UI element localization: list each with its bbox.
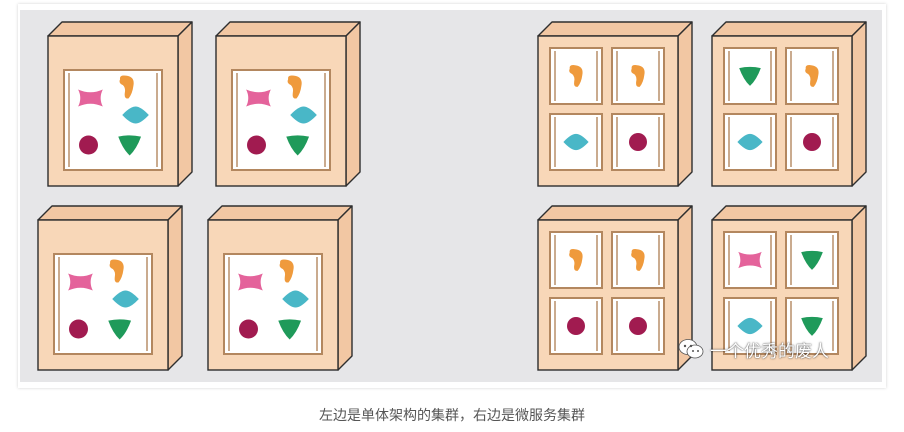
monolith-instance <box>207 205 353 371</box>
maroon-circle-icon <box>803 133 821 151</box>
green-triangle-icon <box>278 319 302 340</box>
orange-blob-icon <box>279 259 294 283</box>
maroon-circle-icon <box>69 319 88 339</box>
microservice-host <box>711 21 867 187</box>
box-top-face <box>537 205 693 221</box>
monolith-app-slot <box>63 69 163 171</box>
maroon-circle-icon <box>629 133 647 151</box>
teal-diamond-icon <box>737 133 763 151</box>
orange-blob-icon <box>631 249 645 271</box>
maroon-circle-icon <box>567 317 585 335</box>
figure-caption: 左边是单体架构的集群，右边是微服务集群 <box>319 408 585 424</box>
monolith-instance <box>215 21 361 187</box>
maroon-circle-icon <box>79 135 98 155</box>
green-triangle-icon <box>108 319 132 340</box>
orange-blob-icon <box>631 65 645 87</box>
green-triangle-icon <box>801 250 823 270</box>
box-side-face <box>167 205 183 371</box>
watermark: 一个优秀的废人 <box>678 336 829 362</box>
orange-blob-icon <box>805 65 819 87</box>
orange-blob-icon <box>119 75 134 99</box>
maroon-circle-icon <box>247 135 266 155</box>
pink-bowtie-icon <box>78 89 103 107</box>
box-side-face <box>337 205 353 371</box>
teal-diamond-icon <box>563 133 589 151</box>
teal-diamond-icon <box>112 290 139 308</box>
teal-diamond-icon <box>282 290 309 308</box>
box-top-face <box>37 205 183 221</box>
box-side-face <box>177 21 193 187</box>
pink-bowtie-icon <box>68 273 93 291</box>
microservice-slot <box>549 231 603 289</box>
box-top-face <box>711 21 867 37</box>
box-top-face <box>537 21 693 37</box>
monolith-app-slot <box>231 69 331 171</box>
pink-bowtie-icon <box>238 273 263 291</box>
green-triangle-icon <box>801 316 823 336</box>
architecture-diagram <box>20 10 882 382</box>
microservice-host <box>537 205 693 371</box>
box-top-face <box>215 21 361 37</box>
monolith-instance <box>37 205 183 371</box>
monolith-app-slot <box>53 253 153 355</box>
box-top-face <box>207 205 353 221</box>
wechat-icon <box>678 339 704 359</box>
orange-blob-icon <box>287 75 302 99</box>
maroon-circle-icon <box>629 317 647 335</box>
box-side-face <box>677 21 693 187</box>
microservice-host <box>537 21 693 187</box>
microservice-host <box>711 205 867 371</box>
teal-diamond-icon <box>737 317 763 335</box>
orange-blob-icon <box>569 65 583 87</box>
green-triangle-icon <box>118 135 142 156</box>
orange-blob-icon <box>569 249 583 271</box>
watermark-text: 一个优秀的废人 <box>710 341 829 362</box>
box-top-face <box>47 21 193 37</box>
box-side-face <box>851 21 867 187</box>
green-triangle-icon <box>739 66 761 86</box>
figure-frame <box>18 4 886 388</box>
box-side-face <box>851 205 867 371</box>
teal-diamond-icon <box>122 106 149 124</box>
monolith-app-slot <box>223 253 323 355</box>
orange-blob-icon <box>109 259 124 283</box>
pink-bowtie-icon <box>738 251 762 269</box>
box-top-face <box>711 205 867 221</box>
teal-diamond-icon <box>290 106 317 124</box>
box-side-face <box>345 21 361 187</box>
green-triangle-icon <box>286 135 310 156</box>
pink-bowtie-icon <box>246 89 271 107</box>
monolith-instance <box>47 21 193 187</box>
maroon-circle-icon <box>239 319 258 339</box>
